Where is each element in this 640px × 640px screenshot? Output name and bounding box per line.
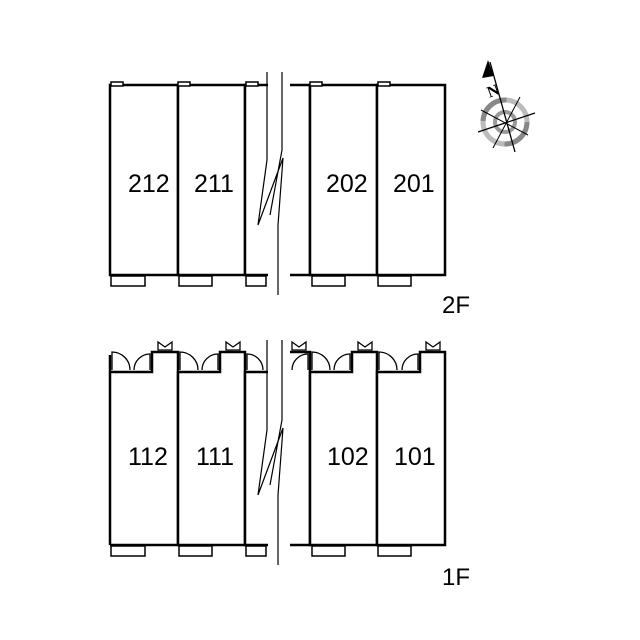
floor-2: 212 211 202 201 2F	[108, 72, 470, 319]
unit-102	[308, 350, 379, 547]
unit-101	[375, 350, 447, 547]
balconies-1f	[110, 545, 412, 557]
unit-label: 101	[394, 443, 436, 471]
unit-112	[108, 350, 180, 547]
floor-1: 112 111 102 101 1F	[108, 340, 470, 591]
unit-label: 212	[128, 170, 170, 198]
unit-label: 202	[326, 170, 368, 198]
unit-partial-right	[290, 83, 312, 277]
floor-label-1f: 1F	[442, 564, 470, 591]
unit-211	[176, 83, 247, 277]
unit-partial-left	[243, 370, 268, 547]
unit-label: 112	[128, 443, 168, 471]
unit-partial-right	[290, 350, 312, 547]
unit-label: 211	[194, 170, 234, 198]
entrance-doors	[111, 340, 441, 371]
unit-label: 111	[196, 443, 234, 471]
compass-icon: N	[477, 60, 536, 153]
break-line-2f	[257, 72, 284, 295]
unit-label: 201	[393, 170, 435, 198]
unit-label: 102	[327, 443, 369, 471]
unit-201	[375, 83, 447, 277]
unit-202	[308, 83, 379, 277]
break-line-1f	[257, 340, 284, 565]
balconies-2f	[110, 81, 412, 287]
unit-212	[108, 83, 180, 277]
floor-label-2f: 2F	[442, 292, 470, 319]
unit-111	[176, 350, 247, 547]
